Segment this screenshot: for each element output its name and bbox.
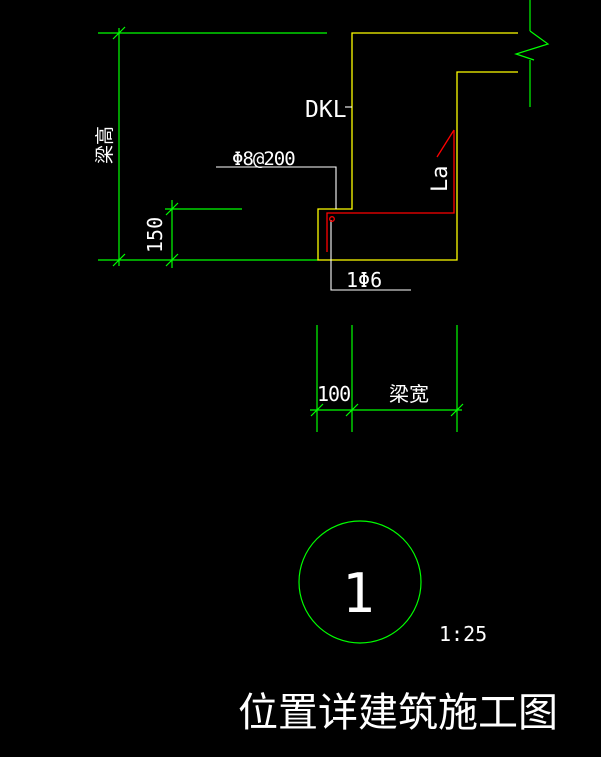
- detail-number-label: 1: [342, 562, 375, 625]
- dim-100-label: 100: [317, 382, 350, 406]
- beam-outline: [317, 32, 518, 261]
- detail-circle: [298, 520, 422, 644]
- leader-lines: [216, 106, 411, 291]
- bottom-bar-label: 1Φ6: [346, 268, 382, 292]
- dimension-lines: [98, 0, 550, 644]
- anchorage-label: La: [428, 166, 453, 193]
- rebar-lines: [326, 129, 455, 252]
- beam-height-label: 梁高: [94, 126, 116, 164]
- drawing-title: 位置详建筑施工图: [238, 690, 558, 736]
- stirrup-spec-label: Φ8@200: [232, 148, 295, 170]
- dim-150-label: 150: [143, 217, 167, 253]
- beam-width-label: 梁宽: [389, 382, 429, 406]
- beam-name-label: DKL: [305, 97, 347, 123]
- scale-label: 1:25: [439, 622, 487, 646]
